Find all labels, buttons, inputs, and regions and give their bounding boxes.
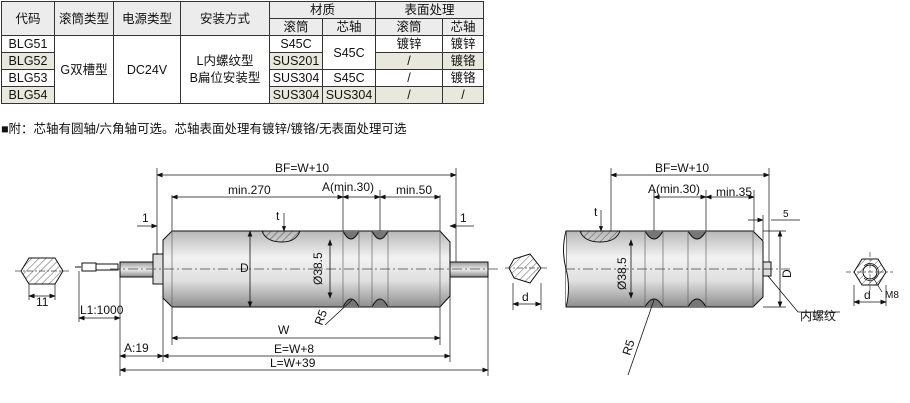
cell-mat-core: SUS304 [322,86,376,104]
min35-label: min.35 [716,185,752,199]
cell-mat-drum: SUS304 [269,86,323,104]
cell-mount: L内螺纹型 B扁位安装型 [180,35,270,104]
bf-right-label: BF=W+10 [655,161,709,175]
drum-body-left [162,230,451,308]
cell-surf-drum: / [375,86,443,104]
d-label-left: D [240,261,249,275]
mount-line-2: B扁位安装型 [189,70,261,85]
header-material: 材质 [269,1,376,19]
min270-label: min.270 [228,183,271,197]
cell-surf-drum: / [375,52,443,70]
l-label: L=W+39 [270,356,316,370]
top-dimensions-right: BF=W+10 A(min.30) min.35 5 t [594,161,800,262]
bottom-dimensions-left: W E=W+8 L=W+39 A:19 L1:1000 [78,271,489,376]
end-hex-with-thread: d M8 [846,252,899,306]
d-small-label: d [522,290,529,304]
one-right-label: 1 [460,211,467,225]
mount-line-1: L内螺纹型 [196,53,254,68]
min50-label: min.50 [396,183,432,197]
l1-label: L1:1000 [80,303,124,317]
five-label: 5 [783,209,789,220]
middle-hex-section: d [505,253,548,310]
row-code: BLG52 [1,52,55,70]
r5-label-left: R5 [312,308,331,328]
e-label: E=W+8 [274,342,314,356]
cell-power-type: DC24V [113,35,181,104]
left-hex-section: 11 [15,257,70,309]
a19-label: A:19 [124,341,149,355]
dia-label-right: Ø38.5 [615,257,629,290]
a-min30-right-label: A(min.30) [648,182,700,196]
top-dimensions-left: BF=W+10 min.270 A(min.30) min.50 1 1 [137,161,474,262]
t-label-right: t [594,205,598,219]
t-label-left: t [276,209,280,223]
row-code: BLG54 [1,86,55,104]
header-material-core: 芯轴 [322,18,376,36]
right-shaft [449,261,489,278]
cell-mat-core: S45C [322,35,376,70]
cell-surf-core: / [442,86,484,104]
w-label: W [278,323,290,337]
cell-surf-core: 镀铬 [442,69,484,87]
bf-label: BF=W+10 [275,161,329,175]
m8-label: M8 [885,290,899,301]
d-hex-label: d [864,288,871,302]
d-label-right: D [780,269,794,278]
inner-thread-label: 内螺纹 [800,309,836,323]
cell-drum-type: G双槽型 [54,35,114,104]
spec-table: 代码 滚筒类型 电源类型 安装方式 材质 表面处理 滚筒 芯轴 滚筒 芯轴 BL… [1,1,484,104]
note-text: ■附：芯轴有圆轴/六角轴可选。芯轴表面处理有镀锌/镀铬/无表面处理可选 [1,122,407,136]
r5-label-right: R5 [620,338,638,357]
a-min30-label: A(min.30) [322,180,374,194]
cell-mat-drum: SUS201 [269,52,323,70]
header-material-drum: 滚筒 [269,18,323,36]
dim-11-label: 11 [36,295,49,309]
one-left-label: 1 [142,211,149,225]
header-code: 代码 [1,1,55,36]
dia-label-left: Ø38.5 [311,252,325,285]
drum-body-right [563,230,772,308]
